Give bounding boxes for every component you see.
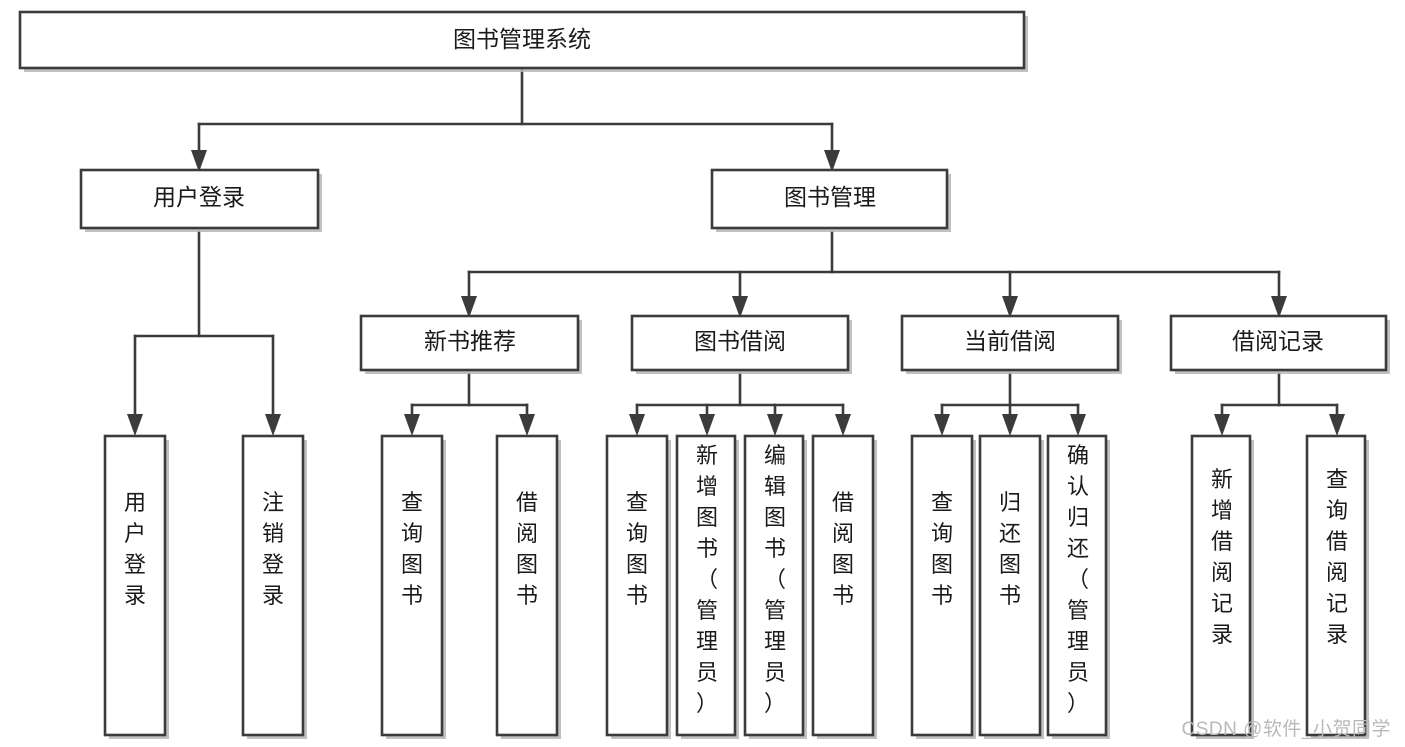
- edge-group: [127, 66, 1345, 436]
- node-leaf-1-box[interactable]: [103, 434, 167, 737]
- arrow-head-leaf-12: [1214, 414, 1230, 436]
- node-login[interactable]: 用户登录: [79, 168, 322, 232]
- node-leaf-10-box[interactable]: [978, 434, 1042, 737]
- node-leaf-4[interactable]: 借阅图书: [495, 434, 561, 739]
- arrow-head-leaf-7: [767, 414, 783, 436]
- node-leaf-1-label: 用户登录: [124, 490, 146, 608]
- arrow-head-leaf-4: [519, 414, 535, 436]
- node-leaf-2-label: 注销登录: [262, 490, 284, 608]
- node-leaf-12[interactable]: 新增借阅记录: [1190, 434, 1254, 739]
- arrow-head-login: [191, 150, 207, 172]
- node-leaf-4-box[interactable]: [495, 434, 559, 737]
- node-leaf-13[interactable]: 查询借阅记录: [1305, 434, 1369, 739]
- csdn-watermark: CSDN @软件_小贺同学: [1181, 719, 1391, 740]
- arrow-head-leaf-6: [699, 414, 715, 436]
- node-leaf-12-box[interactable]: [1190, 434, 1252, 737]
- node-current-label: 当前借阅: [964, 328, 1056, 354]
- node-leaf-10[interactable]: 归还图书: [978, 434, 1044, 739]
- node-leaf-13-label: 查询借阅记录: [1326, 467, 1348, 647]
- node-bookmgmt[interactable]: 图书管理: [710, 168, 951, 232]
- node-current[interactable]: 当前借阅: [900, 314, 1122, 374]
- node-borrow-label: 图书借阅: [694, 328, 786, 354]
- node-root[interactable]: 图书管理系统: [18, 10, 1028, 72]
- node-leaf-6[interactable]: 新增图书（管理员）: [675, 434, 739, 739]
- node-record-label: 借阅记录: [1232, 328, 1324, 354]
- arrow-head-bookmgmt: [824, 150, 840, 172]
- node-root-box[interactable]: [18, 10, 1026, 70]
- node-leaf-9[interactable]: 查询图书: [910, 434, 976, 739]
- node-leaf-7-box[interactable]: [743, 434, 805, 737]
- arrow-head-leaf-13: [1329, 414, 1345, 436]
- leaf-node-group: 用户登录 注销登录 查询图书 借阅图书 查询图书: [103, 434, 1369, 739]
- arrow-head-current: [1002, 296, 1018, 318]
- arrow-head-leaf-3: [404, 414, 420, 436]
- node-newbook[interactable]: 新书推荐: [359, 314, 582, 374]
- node-leaf-8[interactable]: 借阅图书: [811, 434, 877, 739]
- node-leaf-7-label: 编辑图书（管理员）: [764, 443, 786, 716]
- arrow-head-leaf-5: [629, 414, 645, 436]
- node-leaf-5-label: 查询图书: [626, 490, 648, 608]
- node-borrow-box[interactable]: [630, 314, 850, 372]
- node-newbook-box[interactable]: [359, 314, 580, 372]
- node-leaf-11-label: 确认归还（管理员）: [1067, 443, 1089, 716]
- node-leaf-5[interactable]: 查询图书: [605, 434, 671, 739]
- node-newbook-label: 新书推荐: [424, 328, 516, 354]
- node-leaf-8-label: 借阅图书: [832, 490, 854, 608]
- node-leaf-9-label: 查询图书: [931, 490, 953, 608]
- arrow-head-leaf-8: [835, 414, 851, 436]
- node-record-box[interactable]: [1169, 314, 1388, 372]
- node-record[interactable]: 借阅记录: [1169, 314, 1390, 374]
- node-leaf-7[interactable]: 编辑图书（管理员）: [743, 434, 807, 739]
- node-leaf-13-box[interactable]: [1305, 434, 1367, 737]
- arrow-head-record: [1271, 296, 1287, 318]
- node-bookmgmt-box[interactable]: [710, 168, 949, 230]
- node-leaf-6-label: 新增图书（管理员）: [696, 443, 718, 716]
- arrow-head-leaf-10: [1002, 414, 1018, 436]
- node-leaf-11-box[interactable]: [1046, 434, 1108, 737]
- node-leaf-5-box[interactable]: [605, 434, 669, 737]
- arrow-head-leaf-9: [934, 414, 950, 436]
- node-login-box[interactable]: [79, 168, 320, 230]
- node-leaf-11[interactable]: 确认归还（管理员）: [1046, 434, 1110, 739]
- node-leaf-6-box[interactable]: [675, 434, 737, 737]
- arrow-head-leaf-2: [265, 414, 281, 436]
- node-leaf-3[interactable]: 查询图书: [380, 434, 446, 739]
- node-bookmgmt-label: 图书管理: [784, 184, 876, 210]
- arrow-head-newbook: [461, 296, 477, 318]
- node-leaf-10-label: 归还图书: [999, 490, 1021, 608]
- node-leaf-12-label: 新增借阅记录: [1211, 467, 1233, 647]
- node-root-label: 图书管理系统: [453, 26, 591, 52]
- node-leaf-2-box[interactable]: [241, 434, 305, 737]
- arrow-head-leaf-11: [1070, 414, 1086, 436]
- node-leaf-1[interactable]: 用户登录: [103, 434, 169, 739]
- node-leaf-2[interactable]: 注销登录: [241, 434, 307, 739]
- node-leaf-9-box[interactable]: [910, 434, 974, 737]
- arrow-head-leaf-1: [127, 414, 143, 436]
- node-borrow[interactable]: 图书借阅: [630, 314, 852, 374]
- node-login-label: 用户登录: [153, 184, 245, 210]
- node-leaf-4-label: 借阅图书: [516, 490, 538, 608]
- node-leaf-8-box[interactable]: [811, 434, 875, 737]
- node-current-box[interactable]: [900, 314, 1120, 372]
- arrow-head-borrow: [732, 296, 748, 318]
- node-leaf-3-label: 查询图书: [401, 490, 423, 608]
- node-leaf-3-box[interactable]: [380, 434, 444, 737]
